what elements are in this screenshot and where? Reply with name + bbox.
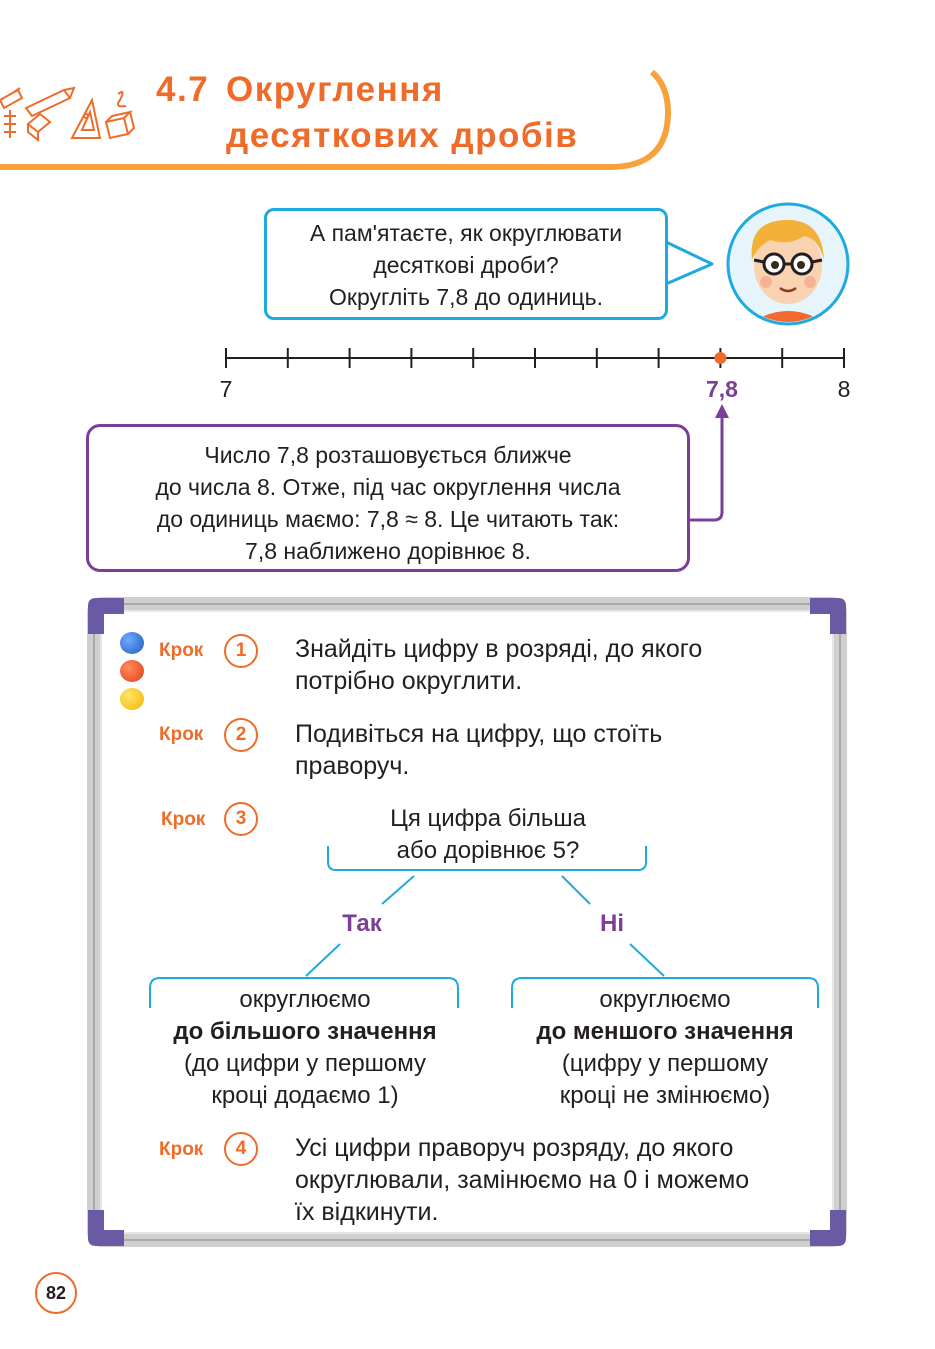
step-number-badge: 4 [224, 1132, 258, 1166]
speech-bubble: А пам'ятаєте, як округлювати десяткові д… [264, 208, 668, 320]
result-line: округлюємо [239, 986, 371, 1013]
step-label: Крок [161, 809, 206, 830]
result-line: кроці додаємо 1) [211, 1082, 399, 1109]
step-number-badge: 2 [224, 718, 258, 752]
speech-line: десяткові дроби? [373, 252, 559, 278]
section-number: 4.7 [156, 70, 210, 109]
result-line: (цифру у першому [561, 1050, 769, 1077]
speech-bubble-tail [660, 240, 714, 286]
red-magnet-icon [120, 660, 144, 682]
whiteboard-frame [87, 597, 847, 1247]
step-3-question: Ця цифра більша або дорівнює 5? [328, 803, 648, 867]
number-line-end-label: 8 [837, 376, 851, 402]
number-line [225, 348, 845, 368]
explanation-line: 7,8 наближено дорівнює 8. [245, 538, 531, 564]
step-label: Крок [159, 724, 204, 745]
blue-magnet-icon [120, 632, 144, 654]
yes-branch-result: округлюємо до більшого значення (до цифр… [150, 984, 460, 1112]
header-banner [0, 69, 672, 170]
explanation-line: до числа 8. Отже, під час округлення чис… [155, 474, 621, 500]
step-number-badge: 1 [224, 634, 258, 668]
yes-branch-label: Так [342, 910, 382, 937]
step-number-badge: 3 [224, 802, 258, 836]
result-line: до більшого значення [173, 1018, 437, 1045]
step-4-text: Усі цифри праворуч розряду, до якого окр… [295, 1132, 749, 1228]
explanation-box: Число 7,8 розташовується ближче до числа… [86, 424, 690, 572]
no-branch-label: Ні [600, 910, 624, 937]
step-text-line: Ця цифра більша [390, 805, 586, 832]
number-line-start-label: 7 [219, 376, 233, 402]
explanation-line: до одиниць маємо: 7,8 ≈ 8. Це читають та… [156, 506, 620, 532]
step-label: Крок [159, 640, 204, 661]
step-label: Крок [159, 1139, 204, 1160]
speech-line: Округліть 7,8 до одиниць. [329, 284, 603, 310]
number-line-marked-point [714, 352, 727, 364]
result-line: кроці не змінюємо) [559, 1082, 771, 1109]
yellow-magnet-icon [120, 688, 144, 710]
step-text-line: Подивіться на цифру, що стоїть [295, 720, 663, 748]
boy-avatar-icon [726, 202, 850, 326]
step-text-line: округлювали, замінюємо на 0 і можемо [295, 1166, 750, 1194]
step-1-text: Знайдіть цифру в розряді, до якого потрі… [295, 633, 702, 697]
step-text-line: Знайдіть цифру в розряді, до якого [295, 635, 703, 663]
step-text-line: або дорівнює 5? [396, 837, 580, 864]
step-2-text: Подивіться на цифру, що стоїть праворуч. [295, 718, 662, 782]
page-number: 82 [35, 1272, 77, 1314]
explanation-line: Число 7,8 розташовується ближче [204, 442, 572, 468]
page-title-line2: десяткових дробів [226, 116, 579, 155]
result-line: до меншого значення [536, 1018, 794, 1045]
number-line-marked-label: 7,8 [706, 376, 738, 402]
result-line: (до цифри у першому [183, 1050, 427, 1077]
school-supplies-icon [0, 86, 136, 143]
step-text-line: праворуч. [295, 752, 410, 780]
step-text-line: потрібно округлити. [295, 667, 523, 695]
speech-line: А пам'ятаєте, як округлювати [309, 220, 623, 246]
pointer-arrow [690, 404, 729, 522]
result-line: округлюємо [599, 986, 731, 1013]
step-text-line: їх відкинути. [295, 1198, 439, 1226]
page-title-line1: Округлення [226, 70, 444, 109]
no-branch-result: округлюємо до меншого значення (цифру у … [510, 984, 820, 1112]
step-text-line: Усі цифри праворуч розряду, до якого [295, 1134, 734, 1162]
